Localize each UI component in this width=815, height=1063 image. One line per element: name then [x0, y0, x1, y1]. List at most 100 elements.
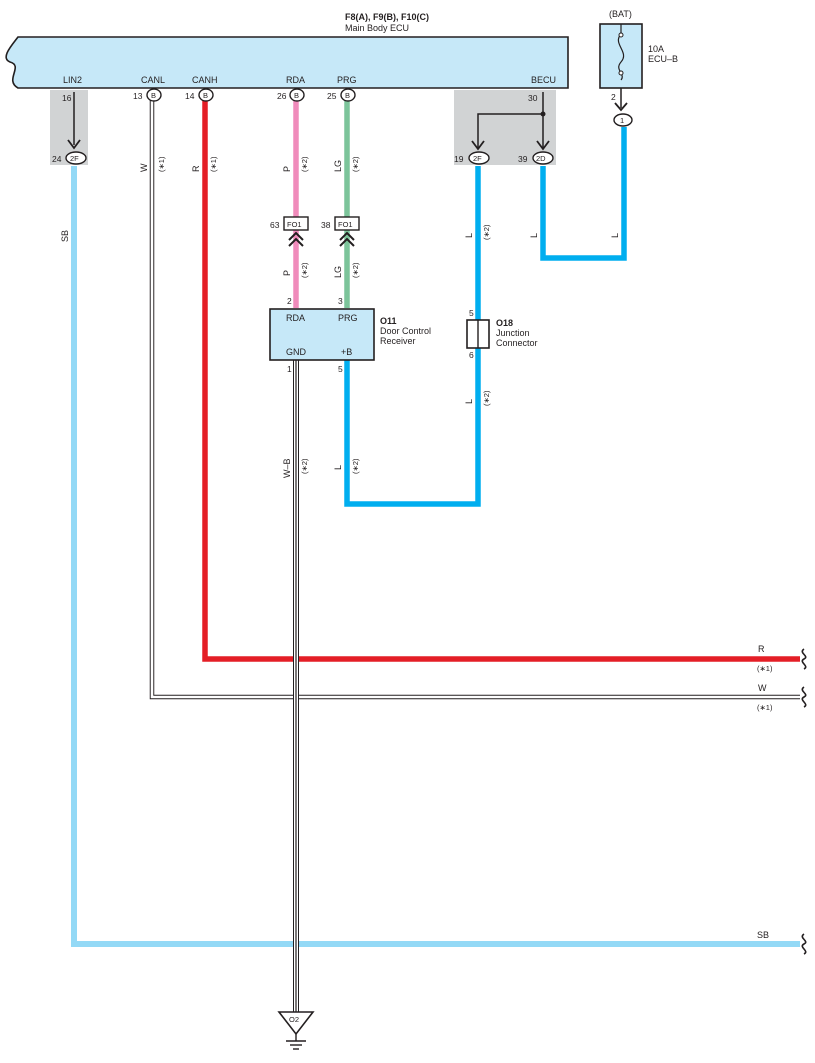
svg-text:B: B [151, 91, 156, 100]
pin-prg: 25 [327, 91, 337, 101]
fuse-arrow-icon [614, 102, 628, 112]
label-wb: W–B [282, 458, 292, 478]
label-p-upper: P [282, 166, 292, 172]
pin-j-39: 39 [518, 154, 528, 164]
terminal-becu: BECU [531, 75, 556, 85]
label-l-junction-lower: L [464, 399, 474, 404]
svg-text:1: 1 [620, 116, 624, 125]
wire-r [202, 100, 800, 662]
svg-text:GND: GND [286, 347, 307, 357]
note-l-receiver: (∗2) [351, 458, 360, 474]
receiver-name-1: Door Control [380, 326, 431, 336]
pin-jc-out: 6 [469, 350, 474, 360]
svg-text:B: B [294, 91, 299, 100]
label-p-lower: P [282, 270, 292, 276]
svg-text:B: B [345, 91, 350, 100]
becu-arrow-left-icon [471, 140, 485, 151]
terminal-rda: RDA [286, 75, 305, 85]
connector-canl [146, 88, 162, 102]
connector-fo1-rda [283, 216, 309, 231]
connector-prg [340, 88, 356, 102]
main-body-ecu-name: Main Body ECU [345, 23, 409, 33]
svg-text:FO1: FO1 [287, 220, 302, 229]
pin-rda: 26 [277, 91, 287, 101]
label-lg-upper: LG [333, 160, 343, 172]
svg-text:FO1: FO1 [338, 220, 353, 229]
becu-arrow-right-icon [536, 140, 550, 151]
note-r-horizontal: (∗1) [757, 664, 773, 673]
note-r-vertical: (∗1) [209, 156, 218, 172]
connector-fo1-prg [334, 216, 360, 231]
note-lg-upper: (∗2) [351, 156, 360, 172]
pin-j-19: 19 [454, 154, 464, 164]
pin-rx-rda: 2 [287, 296, 292, 306]
receiver-name-2: Receiver [380, 336, 416, 346]
junction-name-1: Junction [496, 328, 530, 338]
fo1-rda-chevron-icon [288, 231, 304, 247]
svg-text:2F: 2F [70, 154, 79, 163]
terminal-canl: CANL [141, 75, 165, 85]
pin-fo-prg: 38 [321, 220, 331, 230]
main-body-ecu-box [5, 36, 569, 89]
label-lg-lower: LG [333, 266, 343, 278]
fuse-source: (BAT) [609, 9, 632, 19]
fo1-prg-chevron-icon [339, 231, 355, 247]
connector-lin2-2f [65, 151, 87, 165]
pin-canh: 14 [185, 91, 195, 101]
connector-canh [198, 88, 214, 102]
note-w-horizontal: (∗1) [757, 703, 773, 712]
break-mark-sb [801, 933, 807, 955]
wire-sb [71, 166, 800, 947]
note-w-vertical: (∗1) [157, 156, 166, 172]
label-r-vertical: R [191, 165, 201, 172]
label-w-vertical: W [139, 163, 149, 172]
svg-text:PRG: PRG [338, 313, 358, 323]
svg-text:2F: 2F [473, 154, 482, 163]
break-mark-w [801, 686, 807, 708]
door-control-receiver-box [269, 308, 375, 361]
terminal-lin2: LIN2 [63, 75, 82, 85]
fuse-name: ECU–B [648, 54, 678, 64]
pin-j-lin2: 24 [52, 154, 62, 164]
label-w-horizontal: W [758, 683, 767, 693]
wire-l-fuse [540, 127, 627, 261]
becu-splice [540, 111, 546, 117]
connector-fuse-1 [613, 113, 633, 127]
fuse-rating: 10A [648, 44, 664, 54]
note-p-lower: (∗2) [300, 262, 309, 278]
junction-name-2: Connector [496, 338, 538, 348]
break-mark-r [801, 648, 807, 670]
pin-canl: 13 [133, 91, 143, 101]
note-p-upper: (∗2) [300, 156, 309, 172]
note-wb: (∗2) [300, 458, 309, 474]
junction-code: O18 [496, 318, 513, 328]
svg-text:+B: +B [341, 347, 352, 357]
label-sb-vertical: SB [60, 230, 70, 242]
pin-fo-rda: 63 [270, 220, 280, 230]
connector-19-2f [468, 151, 490, 165]
ground-code: O2 [289, 1015, 299, 1024]
svg-text:RDA: RDA [286, 313, 305, 323]
label-sb-horizontal: SB [757, 930, 769, 940]
label-r-horizontal: R [758, 644, 765, 654]
connector-rda [289, 88, 305, 102]
pin-lin2: 16 [62, 93, 72, 103]
fuse-pin: 2 [611, 92, 616, 102]
pin-rx-b: 5 [338, 364, 343, 374]
svg-text:B: B [203, 91, 208, 100]
label-l-receiver: L [333, 465, 343, 470]
note-l-junction-lower: (∗2) [482, 390, 491, 406]
note-l-junction-upper: (∗2) [482, 224, 491, 240]
pin-becu: 30 [528, 93, 538, 103]
receiver-code: O11 [380, 316, 397, 326]
pin-rx-prg: 3 [338, 296, 343, 306]
terminal-canh: CANH [192, 75, 218, 85]
label-l-39: L [529, 233, 539, 238]
connector-39-2d [532, 151, 554, 165]
label-l-fuse: L [610, 233, 620, 238]
ground-o2-triangle [277, 1011, 315, 1036]
svg-text:2D: 2D [536, 154, 546, 163]
pin-jc-in: 5 [469, 308, 474, 318]
pin-rx-gnd: 1 [287, 364, 292, 374]
